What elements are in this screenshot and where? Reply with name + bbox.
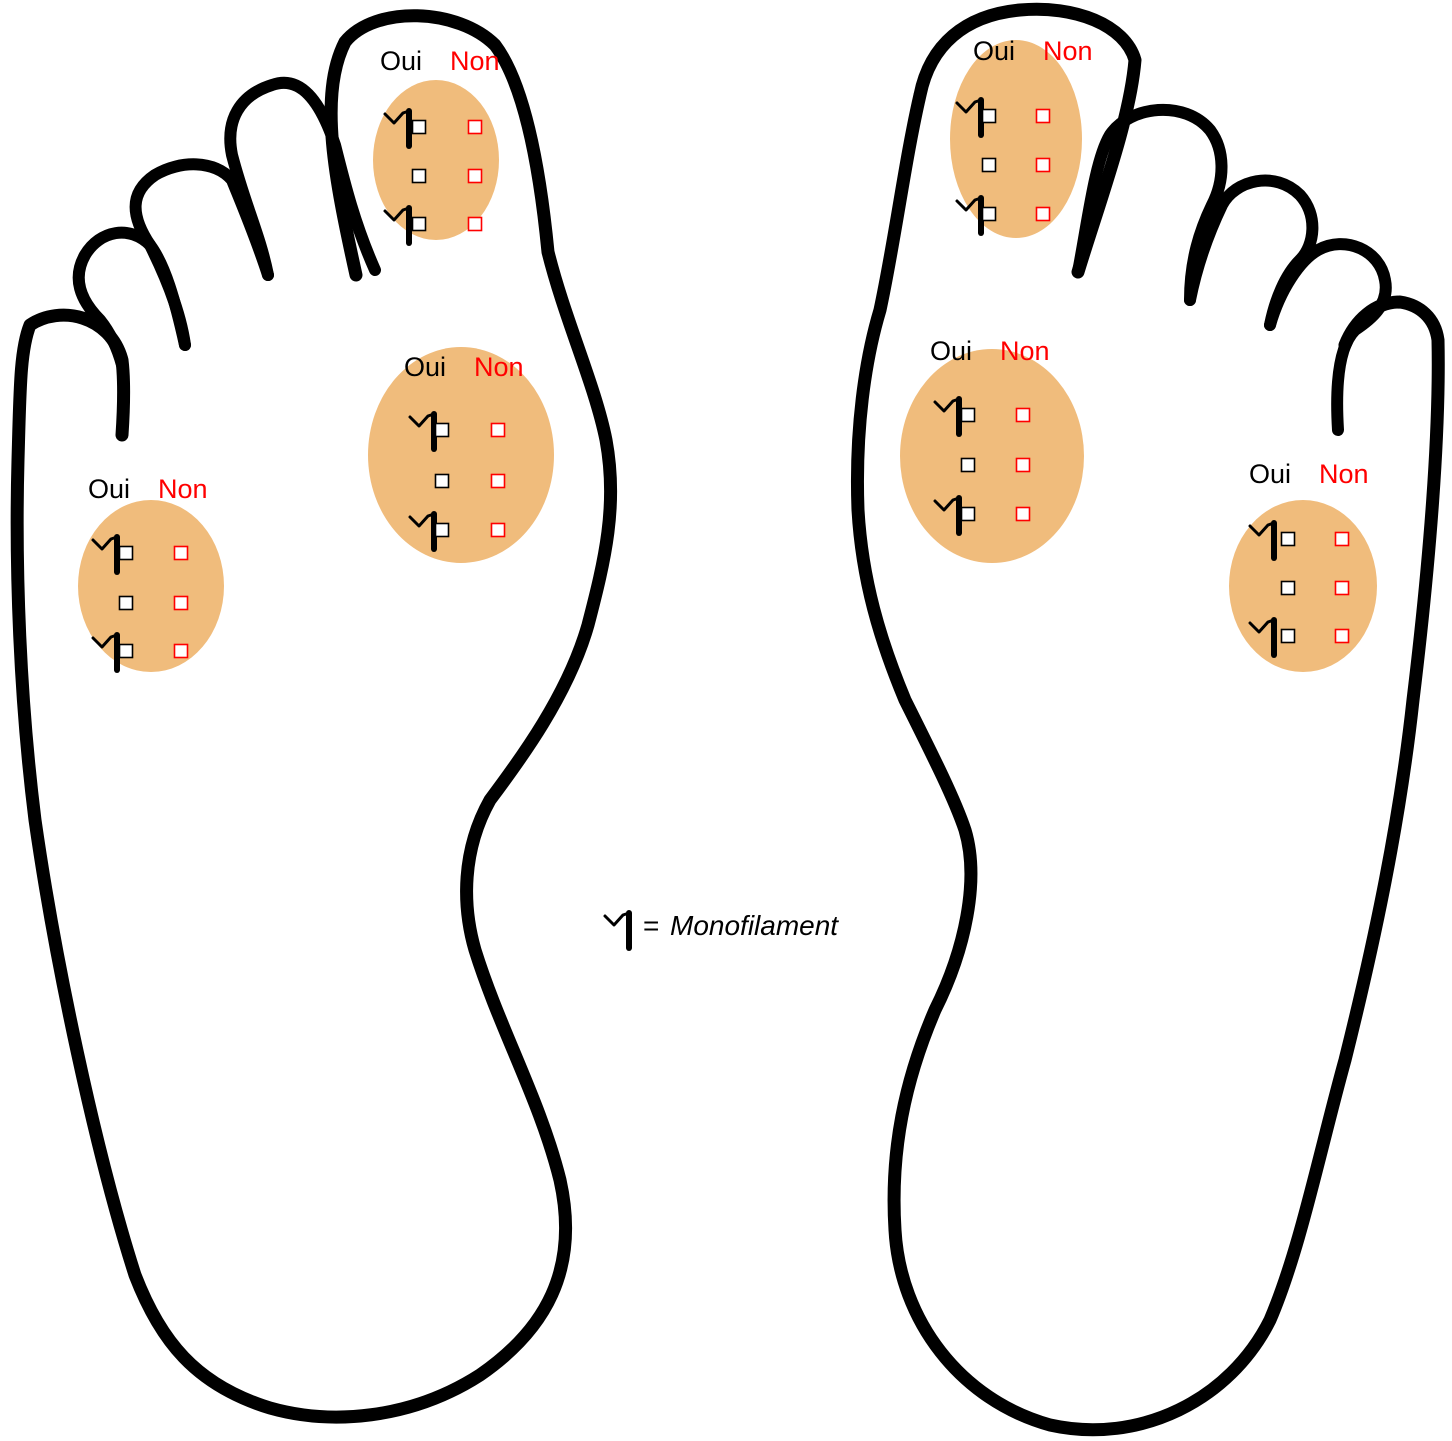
oui-label: Oui bbox=[380, 46, 422, 76]
oui-label: Oui bbox=[88, 474, 130, 504]
zone-area bbox=[900, 349, 1084, 563]
right-foot-outline bbox=[857, 9, 1438, 1429]
non-label: Non bbox=[450, 46, 500, 76]
zone-area bbox=[368, 347, 554, 563]
right-foot bbox=[857, 9, 1438, 1429]
oui-label: Oui bbox=[404, 352, 446, 382]
oui-checkbox[interactable] bbox=[413, 170, 426, 183]
oui-checkbox[interactable] bbox=[436, 475, 449, 488]
non-label: Non bbox=[474, 352, 524, 382]
non-checkbox[interactable] bbox=[1017, 409, 1030, 422]
zone-area bbox=[950, 40, 1082, 238]
oui-checkbox[interactable] bbox=[962, 409, 975, 422]
zone-left-fifth-metatarsal: Oui Non bbox=[78, 474, 224, 672]
oui-checkbox[interactable] bbox=[962, 459, 975, 472]
oui-checkbox[interactable] bbox=[983, 159, 996, 172]
oui-label: Oui bbox=[973, 36, 1015, 66]
oui-checkbox[interactable] bbox=[120, 547, 133, 560]
oui-checkbox[interactable] bbox=[962, 508, 975, 521]
legend: = Monofilament bbox=[605, 910, 839, 948]
non-checkbox[interactable] bbox=[469, 170, 482, 183]
non-label: Non bbox=[1000, 336, 1050, 366]
non-checkbox[interactable] bbox=[175, 597, 188, 610]
non-checkbox[interactable] bbox=[1017, 508, 1030, 521]
oui-checkbox[interactable] bbox=[1282, 630, 1295, 643]
oui-checkbox[interactable] bbox=[983, 208, 996, 221]
non-checkbox[interactable] bbox=[1336, 630, 1349, 643]
non-checkbox[interactable] bbox=[175, 547, 188, 560]
oui-checkbox[interactable] bbox=[436, 424, 449, 437]
non-label: Non bbox=[158, 474, 208, 504]
non-checkbox[interactable] bbox=[492, 475, 505, 488]
oui-label: Oui bbox=[930, 336, 972, 366]
non-checkbox[interactable] bbox=[469, 121, 482, 134]
oui-checkbox[interactable] bbox=[983, 110, 996, 123]
oui-checkbox[interactable] bbox=[413, 121, 426, 134]
oui-checkbox[interactable] bbox=[1282, 582, 1295, 595]
non-checkbox[interactable] bbox=[492, 524, 505, 537]
legend-label: Monofilament bbox=[670, 910, 839, 941]
monofilament-icon bbox=[605, 913, 629, 948]
non-checkbox[interactable] bbox=[1017, 459, 1030, 472]
zone-left-first-metatarsal: Oui Non bbox=[368, 347, 554, 563]
non-checkbox[interactable] bbox=[492, 424, 505, 437]
oui-label: Oui bbox=[1249, 459, 1291, 489]
oui-checkbox[interactable] bbox=[120, 645, 133, 658]
non-checkbox[interactable] bbox=[175, 645, 188, 658]
non-checkbox[interactable] bbox=[1037, 208, 1050, 221]
legend-equals: = bbox=[643, 910, 659, 941]
non-label: Non bbox=[1319, 459, 1369, 489]
oui-checkbox[interactable] bbox=[1282, 533, 1295, 546]
oui-checkbox[interactable] bbox=[120, 597, 133, 610]
non-checkbox[interactable] bbox=[1037, 110, 1050, 123]
left-foot bbox=[17, 16, 610, 1417]
left-foot-outline bbox=[17, 16, 610, 1417]
non-checkbox[interactable] bbox=[469, 218, 482, 231]
non-checkbox[interactable] bbox=[1336, 533, 1349, 546]
oui-checkbox[interactable] bbox=[436, 524, 449, 537]
oui-checkbox[interactable] bbox=[413, 218, 426, 231]
non-label: Non bbox=[1043, 36, 1093, 66]
non-checkbox[interactable] bbox=[1336, 582, 1349, 595]
non-checkbox[interactable] bbox=[1037, 159, 1050, 172]
